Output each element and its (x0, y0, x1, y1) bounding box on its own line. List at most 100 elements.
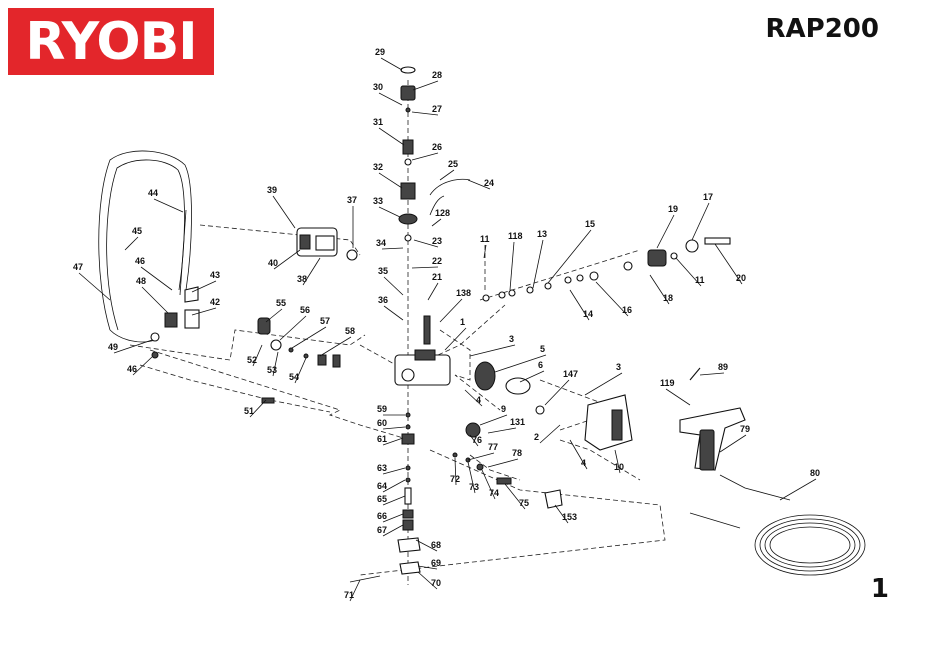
leader-line-73 (467, 461, 476, 494)
part-label-13: 13 (537, 229, 547, 239)
part-label-72: 72 (450, 474, 460, 484)
part-label-56: 56 (300, 305, 310, 315)
parts-shapes (150, 66, 866, 583)
part-label-44: 44 (148, 188, 158, 198)
leader-line-31 (378, 127, 405, 146)
part-label-75: 75 (519, 498, 529, 508)
leader-line-4b (569, 439, 588, 470)
part-label-24: 24 (484, 178, 494, 188)
leader-line-71 (349, 579, 361, 602)
part-label-10: 10 (614, 462, 624, 472)
leader-line-46b (132, 356, 153, 376)
part-label-31: 31 (373, 117, 383, 127)
leader-line-6 (519, 370, 545, 383)
leader-line-40 (273, 249, 301, 270)
part-label-55: 55 (276, 298, 286, 308)
part-label-68: 68 (431, 540, 441, 550)
part-label-39: 39 (267, 185, 277, 195)
leader-line-33 (378, 206, 401, 218)
leader-line-10 (614, 449, 621, 474)
part-label-25: 25 (448, 159, 458, 169)
leader-line-13 (532, 239, 544, 289)
part-label-26: 26 (432, 142, 442, 152)
leader-line-48 (141, 286, 169, 314)
leader-line-79 (719, 434, 747, 453)
part-label-59: 59 (377, 404, 387, 414)
leader-line-69 (417, 565, 438, 570)
leader-line-57 (291, 326, 327, 349)
leader-line-3a (469, 344, 516, 357)
leader-line-75 (504, 483, 526, 510)
part-label-79: 79 (740, 424, 750, 434)
part-label-128: 128 (435, 208, 450, 218)
part-label-29: 29 (375, 47, 385, 57)
leader-line-45 (124, 236, 139, 251)
leader-line-20 (714, 243, 743, 285)
leader-line-46a (140, 266, 173, 291)
ryobi-logo: RYOBI (8, 8, 214, 75)
part-label-51: 51 (244, 406, 254, 416)
leader-line-16 (595, 281, 629, 317)
leader-line-15 (547, 229, 592, 284)
part-label-74: 74 (489, 488, 499, 498)
part-label-11a: 11 (480, 234, 490, 244)
leader-line-138 (439, 298, 463, 323)
part-label-57: 57 (320, 316, 330, 326)
leader-line-44 (153, 198, 184, 213)
part-label-48: 48 (136, 276, 146, 286)
part-label-32: 32 (373, 162, 383, 172)
leader-line-3b (584, 372, 623, 396)
leader-line-66 (382, 513, 404, 523)
leader-line-5 (494, 354, 547, 373)
part-label-34: 34 (376, 238, 386, 248)
part-label-77: 77 (488, 442, 498, 452)
leader-line-76 (469, 434, 479, 447)
part-label-119: 119 (660, 378, 675, 388)
leader-line-1 (444, 327, 467, 351)
leader-line-54 (294, 357, 307, 384)
page-number: 1 (870, 574, 889, 604)
part-label-64: 64 (377, 481, 387, 491)
part-label-20: 20 (736, 273, 746, 283)
part-label-42: 42 (210, 297, 220, 307)
leader-line-17 (691, 202, 710, 241)
leader-line-18 (649, 274, 670, 305)
part-label-3a: 3 (509, 334, 514, 344)
logo-text: RYOBI (25, 12, 197, 72)
leader-line-34 (381, 247, 404, 250)
part-label-118: 118 (508, 231, 523, 241)
part-label-27: 27 (432, 104, 442, 114)
part-label-14: 14 (583, 309, 593, 319)
leader-line-30 (378, 92, 403, 106)
part-label-18: 18 (663, 293, 673, 303)
leader-line-19 (656, 214, 675, 249)
part-label-147: 147 (563, 369, 578, 379)
part-label-28: 28 (432, 70, 442, 80)
leader-line-26 (411, 152, 439, 161)
leader-line-36 (383, 305, 404, 321)
leader-line-39 (272, 195, 296, 229)
part-label-38: 38 (297, 274, 307, 284)
part-label-1: 1 (460, 317, 465, 327)
part-label-67: 67 (377, 525, 387, 535)
part-label-47: 47 (73, 262, 83, 272)
part-label-4b: 4 (581, 458, 586, 468)
part-label-65: 65 (377, 494, 387, 504)
leader-line-55 (265, 308, 283, 323)
leader-line-128 (431, 218, 442, 227)
leader-line-78 (487, 458, 519, 468)
leader-line-68 (415, 539, 438, 552)
part-label-71: 71 (344, 590, 354, 600)
leader-line-67 (382, 524, 404, 537)
leader-line-65 (382, 495, 406, 506)
leader-line-77 (467, 452, 495, 461)
part-label-153: 153 (562, 512, 577, 522)
part-label-73: 73 (469, 482, 479, 492)
leader-line-147 (544, 379, 570, 406)
part-label-37: 37 (347, 195, 357, 205)
leader-line-4a (464, 389, 483, 407)
leader-line-38 (302, 257, 321, 286)
part-label-4a: 4 (476, 395, 481, 405)
leader-line-74 (481, 469, 496, 500)
